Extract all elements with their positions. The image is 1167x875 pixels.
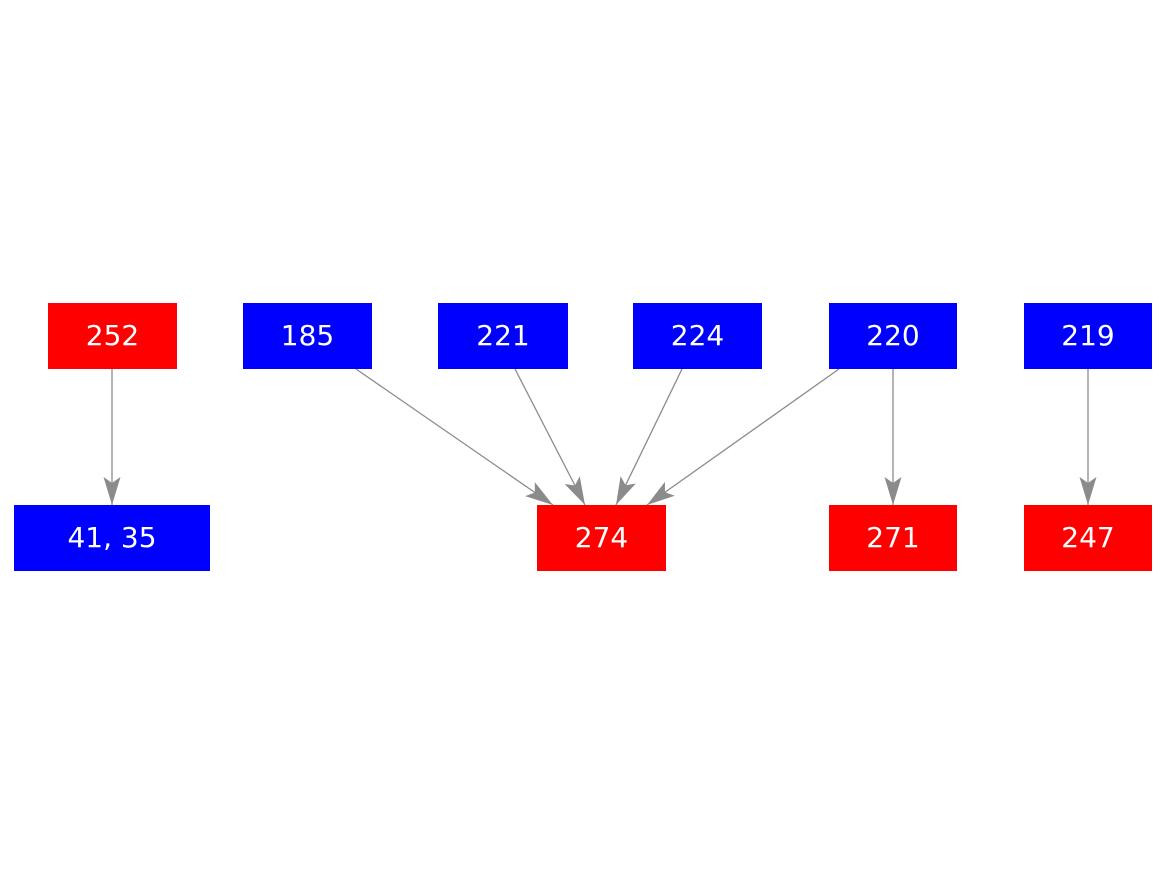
node-221: 221 <box>438 303 568 369</box>
node-252: 252 <box>48 303 177 369</box>
node-220: 220 <box>829 303 957 369</box>
node-41-35: 41, 35 <box>14 505 210 571</box>
node-247: 247 <box>1024 505 1152 571</box>
node-271: 271 <box>829 505 957 571</box>
node-224: 224 <box>633 303 762 369</box>
edge-185-to-274 <box>355 368 554 506</box>
edge-220-to-274 <box>646 368 840 506</box>
node-274: 274 <box>537 505 666 571</box>
edge-224-to-274 <box>615 368 683 506</box>
edge-group <box>103 368 1097 506</box>
edge-221-to-274 <box>514 368 586 506</box>
node-185: 185 <box>243 303 372 369</box>
node-219: 219 <box>1024 303 1152 369</box>
